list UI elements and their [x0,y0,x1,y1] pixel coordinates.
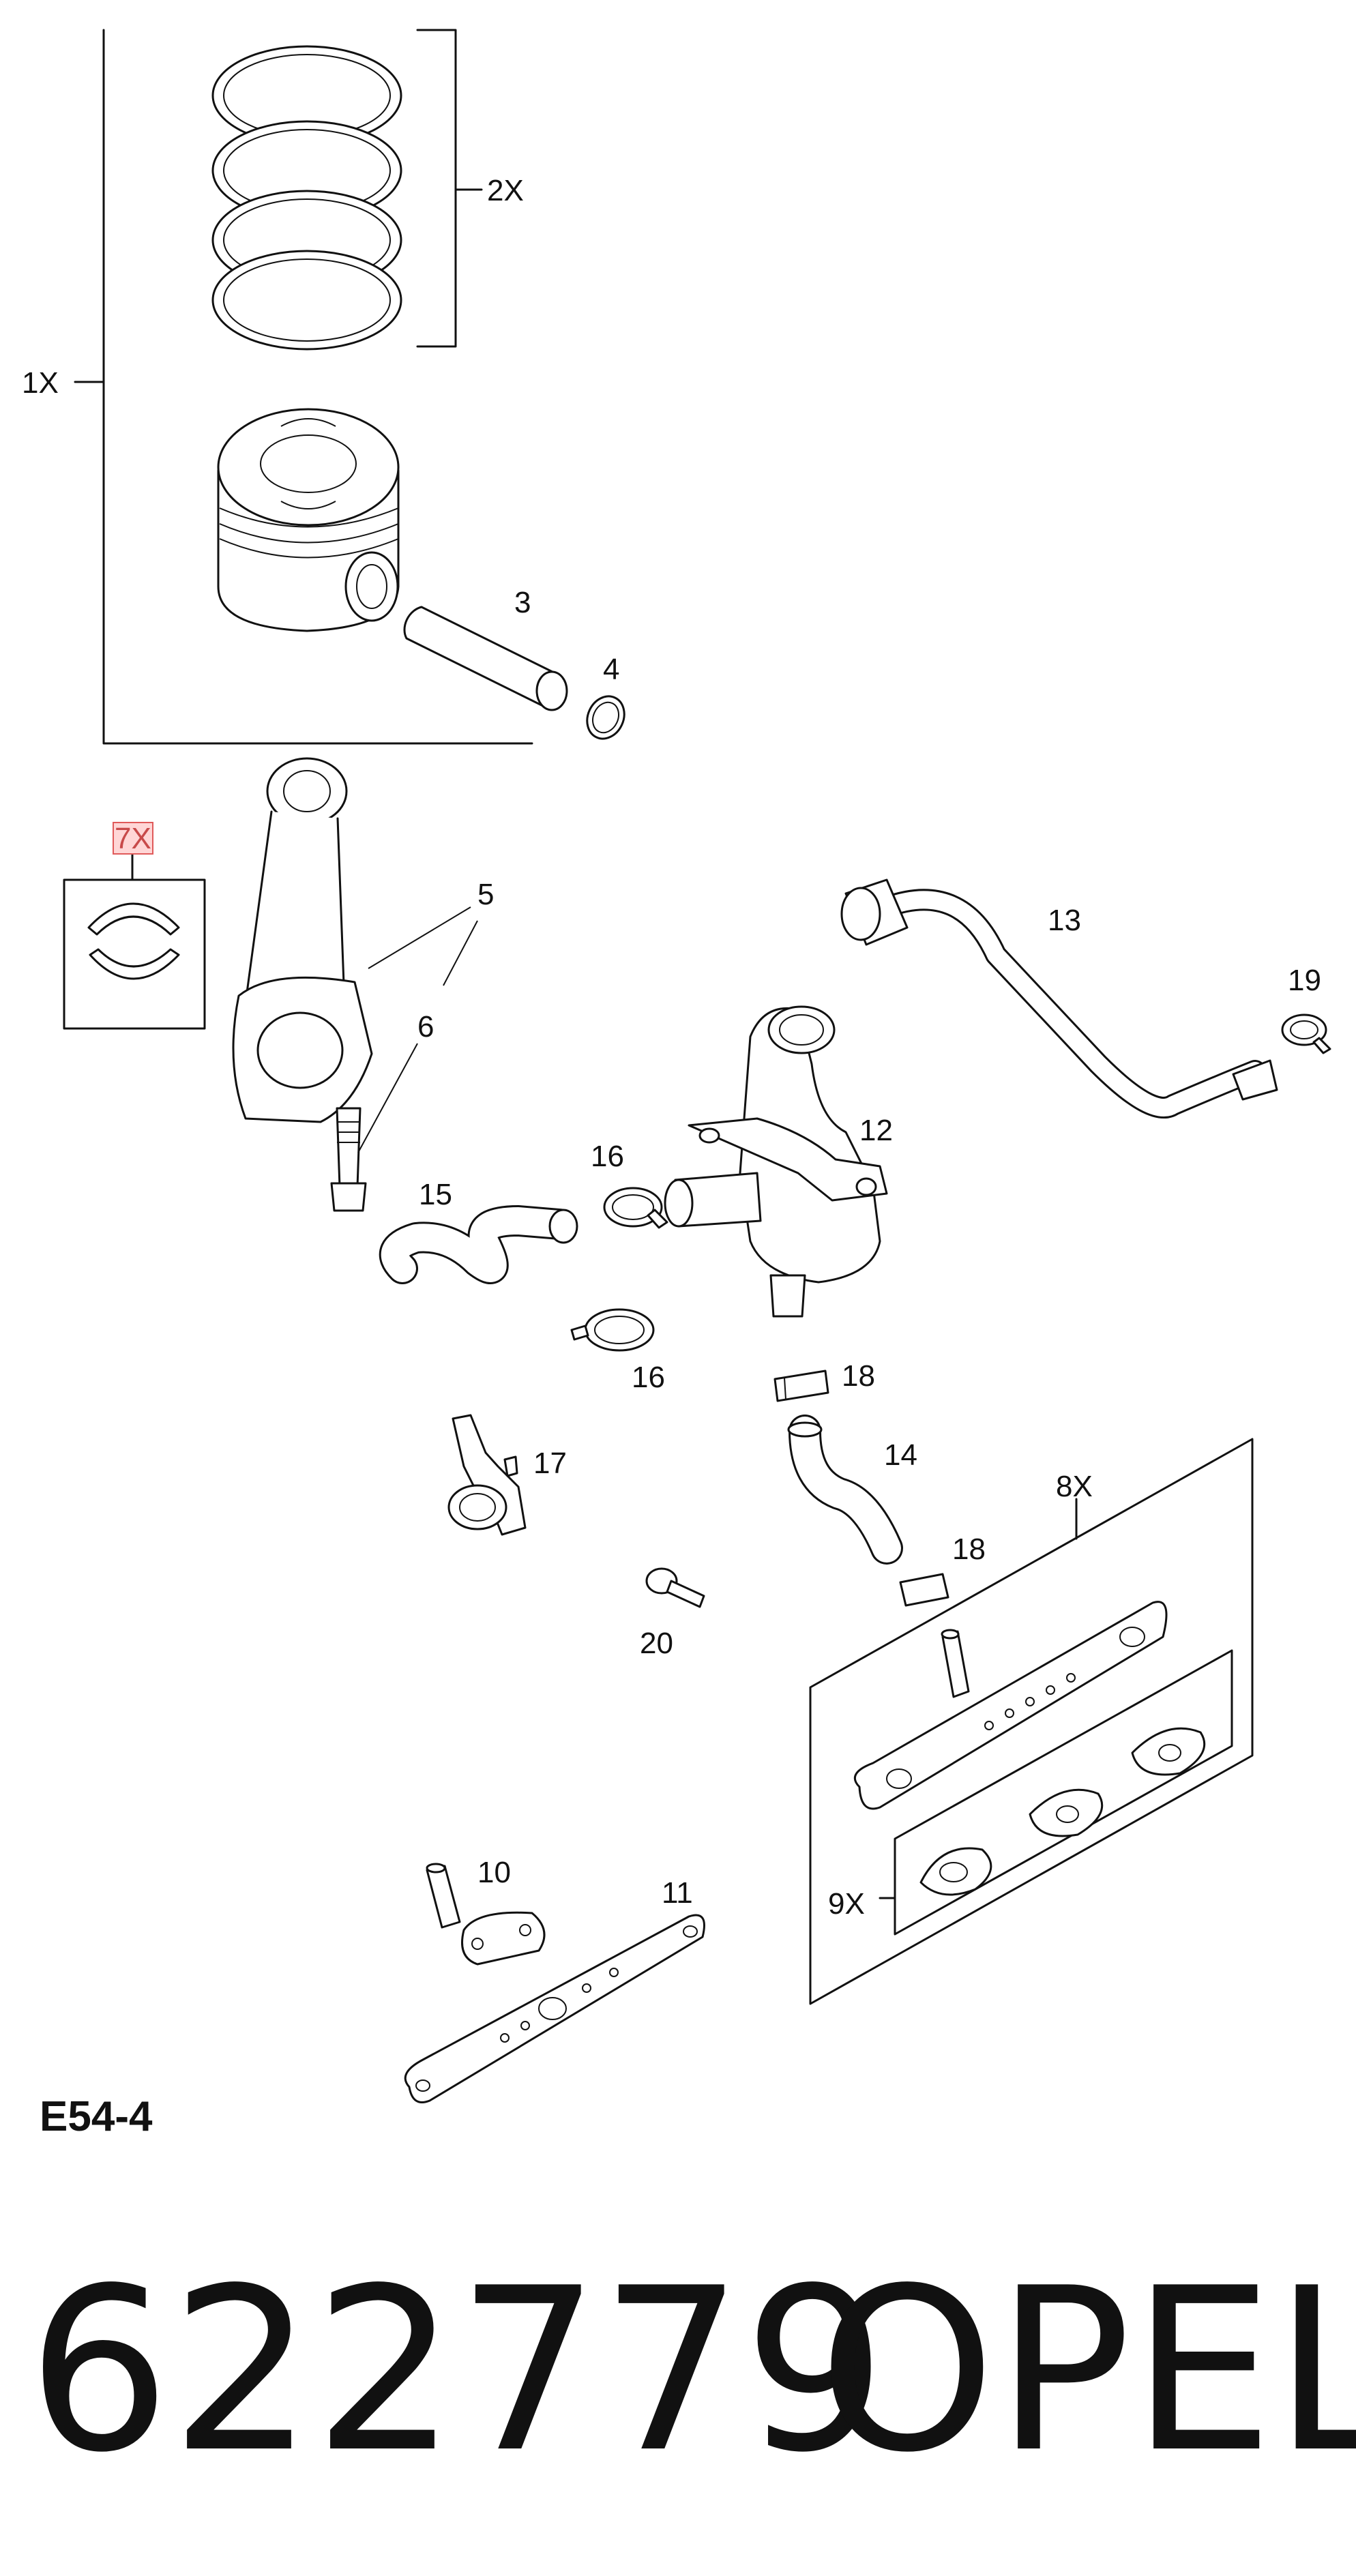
bolt-20 [645,1567,705,1608]
callout-9X: 9X [828,1887,865,1921]
clamp-16-upper [603,1187,668,1229]
callout-7X: 7X [115,822,151,855]
connecting-rod [232,757,373,1123]
gasket-kit-frame [809,1438,1254,2005]
bearing-shells [63,853,206,1030]
callout-4: 4 [603,653,619,686]
gasket-11 [404,1914,705,2103]
gaskets-9x [919,1727,1206,1896]
thermostat-housing [664,1005,888,1318]
callout-12: 12 [859,1114,893,1147]
callout-3: 3 [514,586,531,619]
callout-14: 14 [884,1438,917,1472]
callout-11: 11 [662,1876,693,1910]
clamp-16-lower [570,1308,655,1352]
piston-pin [403,606,568,711]
piston-rings [211,45,402,351]
circlip [586,695,625,740]
callout-6: 6 [417,1010,434,1043]
callout-5: 5 [477,878,494,911]
callout-19: 19 [1288,964,1321,997]
pipe-flange-10 [426,1863,546,1966]
callout-16-lower: 16 [632,1361,665,1394]
leader-lines [357,906,478,1153]
piston-assembly-frame [74,29,533,745]
callout-1X: 1X [22,366,59,400]
page-code: E54-4 [40,2093,153,2140]
callout-labels: 1X 2X 3 4 7X 5 6 13 19 12 16 15 16 18 14… [22,174,1321,1921]
hose-15 [379,1205,578,1284]
brand-name: OPEL [819,2240,1356,2502]
bracket-17 [447,1414,527,1536]
clamp-18-upper [773,1370,829,1402]
callout-18-lower: 18 [952,1533,986,1566]
callout-20: 20 [640,1627,673,1660]
piston [217,408,400,632]
callout-13: 13 [1048,904,1081,937]
callout-15: 15 [419,1178,452,1211]
clamp-19 [1281,1013,1331,1054]
callout-7X-highlight [113,822,153,855]
callout-10: 10 [477,1856,511,1889]
gasket-8x [853,1601,1168,1810]
callout-17: 17 [533,1447,567,1480]
part-number: 622779 [27,2240,887,2502]
rod-bolt [330,1107,367,1212]
hose-14 [787,1415,903,1565]
hose-13 [840,878,1278,1119]
clamp-18-lower [899,1573,949,1607]
callout-8X: 8X [1056,1470,1093,1503]
callout-18-upper: 18 [842,1359,875,1393]
callout-2X: 2X [487,174,524,207]
callout-16-upper: 16 [591,1140,624,1173]
